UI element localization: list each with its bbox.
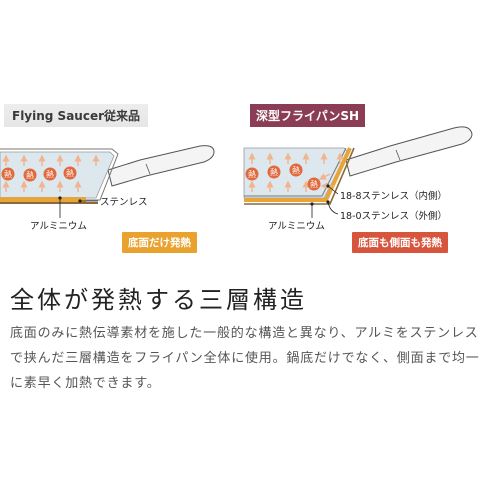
conventional-pan-diagram: 熱 熱 熱 熱: [0, 145, 215, 218]
section-description: 底面のみに熱伝導素材を施した一般的な構造と異なり、アルミをステンレスで挟んだ三層…: [10, 326, 480, 391]
heat-mark: 熱: [292, 165, 300, 175]
outer-leader: [311, 201, 339, 218]
heat-mark: 熱: [310, 179, 318, 189]
heat-mark: 熱: [66, 168, 74, 178]
bottom-only-heat-badge: 底面だけ発熱: [122, 232, 197, 253]
heat-arrow: [318, 173, 331, 180]
label-18-0-stainless: 18-0ステンレス（外側）: [340, 211, 448, 222]
conventional-panel: Flying Saucer従来品: [0, 94, 240, 268]
heat-circles: [1, 166, 77, 182]
label-aluminium: アルミニウム: [30, 221, 87, 232]
heat-mark: 熱: [4, 169, 12, 179]
bottom-and-side-heat-badge: 底面も側面も発熱: [352, 232, 448, 253]
label-18-8-stainless: 18-8ステンレス（内側）: [340, 191, 448, 202]
aluminium-bottom-layer: [0, 197, 86, 202]
deep-pan-title: 深型フライパンSH: [250, 104, 366, 127]
tri-ply-layer: [244, 147, 352, 202]
heat-mark: 熱: [46, 169, 54, 179]
deep-pan-diagram: 熱 熱 熱 熱: [243, 126, 473, 218]
pan-body: [0, 151, 115, 199]
heat-circles: [245, 163, 321, 191]
conventional-title: Flying Saucer従来品: [4, 104, 149, 127]
pan-handle: [345, 126, 473, 177]
label-aluminium: アルミニウム: [268, 221, 325, 232]
heat-mark: 熱: [270, 167, 278, 177]
heat-mark: 熱: [248, 169, 256, 179]
pan-handle: [107, 145, 215, 187]
section-heading: 全体が発熱する三層構造: [10, 286, 307, 314]
deep-pan-panel: 深型フライパンSH: [240, 94, 480, 268]
inner-leader: [327, 185, 339, 195]
heat-mark: 熱: [26, 170, 34, 180]
label-stainless: ステンレス: [100, 197, 148, 208]
